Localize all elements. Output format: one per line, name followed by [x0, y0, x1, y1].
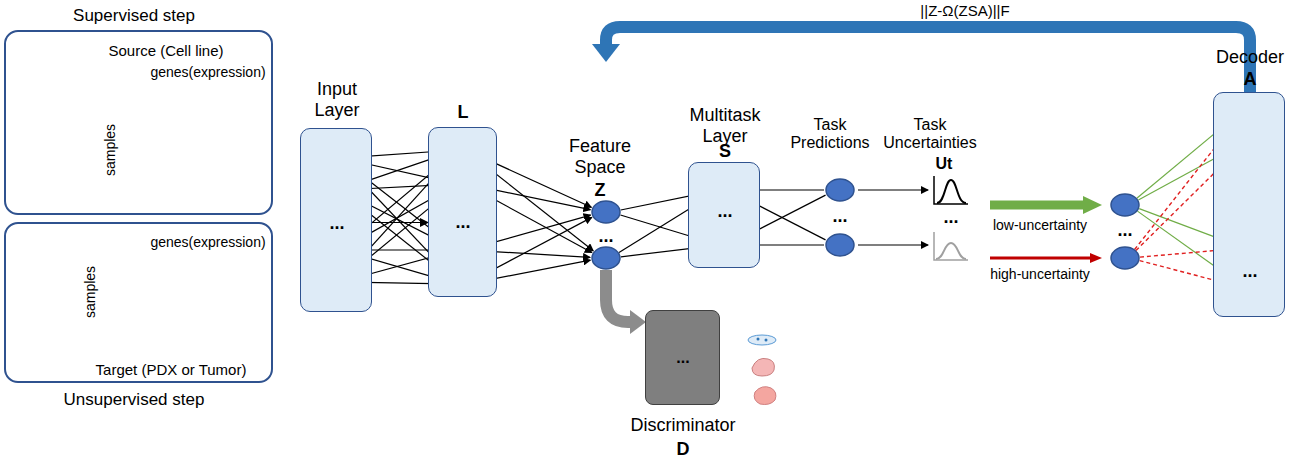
arrow-head — [592, 44, 620, 62]
layer-box: Multitask LayerS... — [688, 162, 760, 268]
node-text: genes(expression) — [150, 234, 265, 250]
feedback-arrow — [606, 27, 1250, 92]
node-text: Decoder — [1216, 47, 1284, 68]
arrow-head — [1090, 253, 1102, 263]
neuron — [592, 247, 620, 269]
mesh-line — [858, 244, 928, 245]
neuron — [1111, 247, 1139, 269]
node-text: ... — [717, 201, 732, 222]
node-text: Supervised step — [73, 6, 195, 26]
layer-box: L... — [428, 127, 497, 297]
node-text: Multitask Layer — [675, 105, 775, 146]
layer-label: Task Predictions — [785, 116, 875, 153]
node-text: Target (PDX or Tumor) — [96, 361, 247, 378]
arrow-head — [1083, 196, 1102, 214]
node-text: Unsupervised step — [64, 390, 205, 410]
neuron — [1111, 194, 1139, 216]
data-panel: Supervised stepSource (Cell line)genes(e… — [4, 30, 273, 215]
adversarial-arrow — [606, 270, 632, 322]
node-text: samples — [82, 266, 98, 318]
high-uncertainty-arrow — [990, 257, 1090, 260]
node-text: ... — [1242, 261, 1257, 282]
uncertainty-icon — [934, 176, 968, 204]
ellipsis: ... — [832, 206, 847, 227]
node-text: genes(expression) — [150, 64, 265, 80]
layer-label: Ut — [936, 155, 953, 173]
layer-label: Task Uncertainties — [880, 116, 980, 153]
node-text: ... — [329, 213, 344, 234]
node-text: S — [719, 141, 731, 162]
neuron — [592, 201, 620, 223]
layer-label: Z — [595, 180, 606, 201]
node-text: samples — [102, 124, 118, 176]
layer-box: DecoderA... — [1213, 92, 1285, 317]
loss-formula: ||Z-Ω(ZSA)||F — [920, 2, 1009, 19]
node-text: A — [1244, 69, 1257, 90]
layer-box: Input Layer... — [300, 128, 372, 312]
mesh-line — [858, 189, 928, 190]
neuron — [826, 234, 854, 256]
neuron — [826, 179, 854, 201]
data-panel: genes(expression) samplesTarget (PDX or T… — [4, 222, 273, 383]
ellipsis: ... — [1117, 220, 1132, 241]
low-uncertainty-arrow — [990, 201, 1085, 210]
node-text: Source (Cell line) — [108, 42, 223, 59]
ellipsis: ... — [598, 226, 613, 247]
node-text: L — [458, 102, 469, 123]
connector — [372, 222, 428, 223]
domain-icons — [748, 335, 776, 405]
node-text: Input Layer — [292, 79, 382, 120]
arrow-label: high-uncertainty — [990, 266, 1090, 282]
node-text: ... — [676, 349, 689, 367]
arrow-head — [630, 310, 646, 334]
node-text: ... — [455, 212, 470, 233]
layer-label: Feature Space — [560, 136, 640, 177]
node-text: D — [677, 439, 690, 460]
node-text: Discriminator — [630, 415, 735, 436]
discriminator-box: ...DiscriminatorD — [645, 310, 720, 405]
uncertainty-icon — [934, 232, 968, 260]
ellipsis: ... — [943, 207, 958, 228]
arrow-label: low-uncertainty — [993, 217, 1087, 233]
